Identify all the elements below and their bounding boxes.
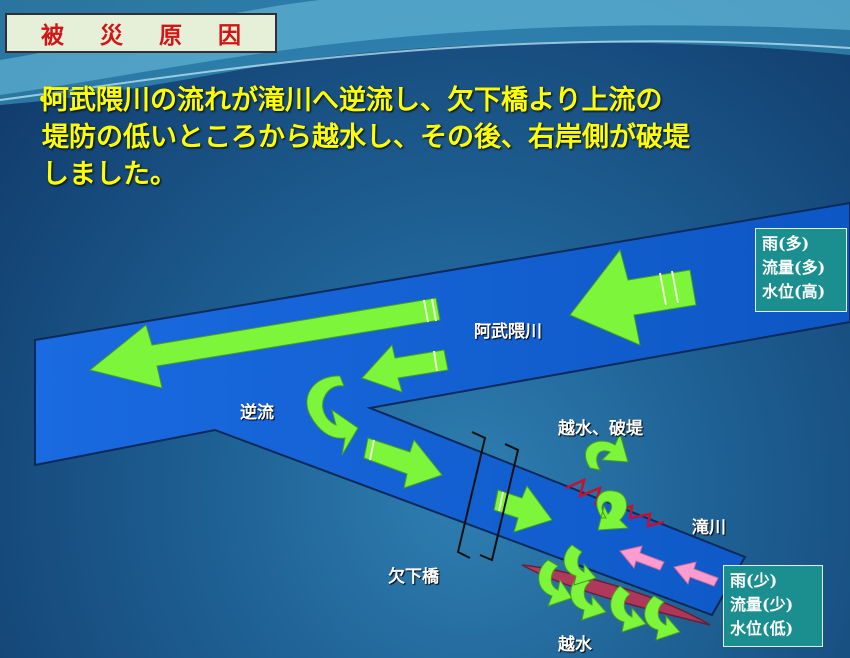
overflow-break-arrow-2 (596, 490, 630, 531)
statement-line-1: 阿武隈川の流れが滝川へ逆流し、欠下橋より上流の (42, 85, 663, 116)
upstream-rain: 雨(多) (762, 234, 810, 253)
kakeshita-bridge-right (479, 443, 520, 562)
overflow-arrow-4 (644, 595, 681, 641)
flow-arrow-long (88, 297, 441, 389)
statement-line-3: しました。 (42, 159, 177, 190)
overflow-arrow-1 (538, 559, 573, 607)
upstream-level: 水位(高) (762, 282, 826, 301)
slide-title-box: 被 災 原 因 (5, 13, 277, 53)
upstream-conditions-box: 雨(多) 流量(多) 水位(高) (755, 228, 847, 312)
abukuma-river (34, 201, 850, 617)
overflow-arrow-2 (570, 574, 607, 621)
overflow-break-arrow-1 (584, 432, 629, 471)
kakeshita-bridge-left (456, 431, 487, 559)
statement-line-2: 堤防の低いところから越水し、その後、右岸側が破堤 (42, 122, 690, 153)
label-backflow: 逆流 (240, 403, 274, 423)
flow-arrow-small (361, 343, 449, 393)
takigawa-conditions-box: 雨(少) 流量(少) 水位(低) (723, 565, 823, 647)
pink-arrow-1 (619, 545, 665, 571)
upstream-flow: 流量(多) (762, 258, 826, 277)
takigawa-flow: 流量(少) (730, 595, 794, 614)
label-overflow-break: 越水、破堤 (558, 419, 643, 439)
label-abukuma-river: 阿武隈川 (474, 322, 542, 342)
label-kakeshita-bridge: 欠下橋 (388, 567, 439, 587)
overflow-arrow-3 (610, 585, 647, 633)
overflow-arrow-5 (563, 544, 597, 586)
pink-arrow-2 (673, 561, 719, 587)
flow-arrow-large (569, 248, 697, 346)
label-takigawa: 滝川 (692, 518, 726, 538)
label-overflow: 越水 (558, 635, 592, 655)
takigawa-rain: 雨(少) (730, 571, 778, 590)
bullet-marker: ・ (30, 85, 57, 116)
backflow-curved-arrow (306, 375, 359, 456)
backflow-arrow-2 (493, 484, 553, 533)
slide-title: 被 災 原 因 (40, 23, 256, 49)
backflow-arrow-1 (363, 437, 443, 489)
takigawa-level: 水位(低) (730, 619, 794, 638)
